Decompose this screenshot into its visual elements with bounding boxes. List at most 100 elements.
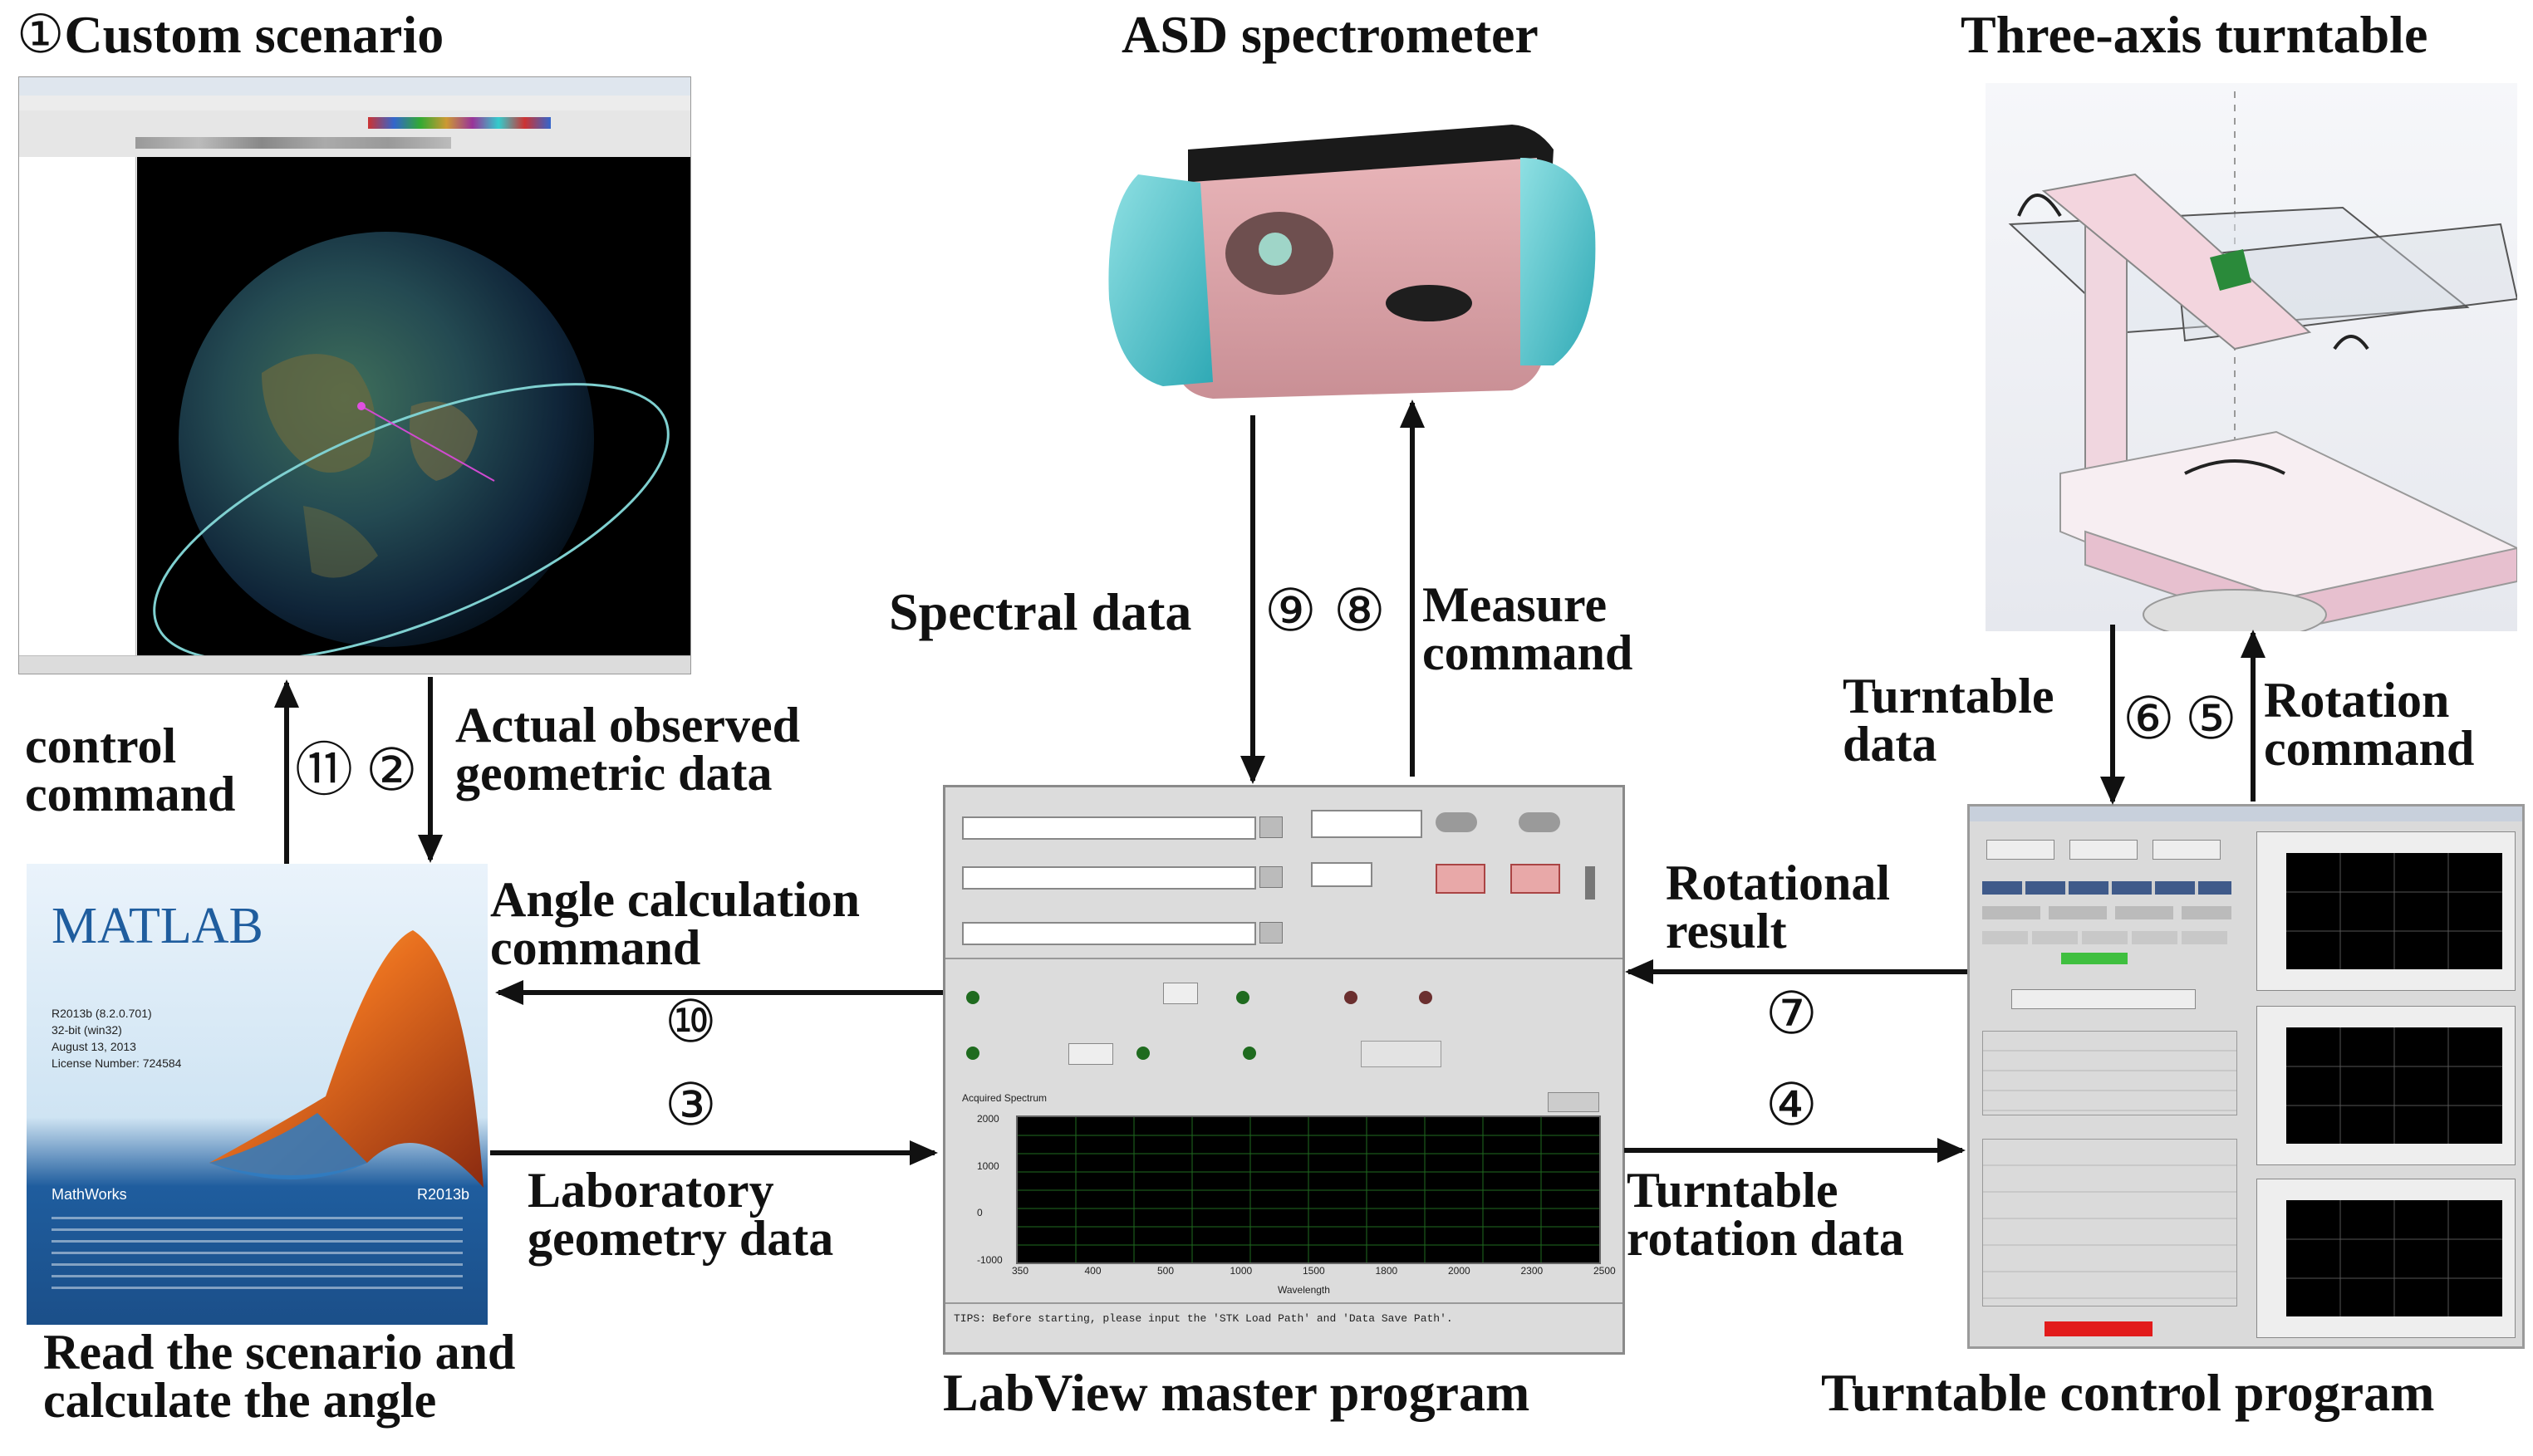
control-button[interactable] [2069, 840, 2138, 860]
step-5-marker: ⑤ [2185, 684, 2237, 753]
axis-buttons[interactable] [1982, 931, 2231, 944]
continent-shape [262, 354, 376, 473]
line-of-sight [361, 405, 495, 482]
target-marker [357, 402, 366, 410]
stk-3d-window [137, 157, 690, 662]
step-6-marker: ⑥ [2123, 684, 2175, 753]
continent-shape [303, 506, 378, 578]
three-axis-turntable-title: Three-axis turntable [1961, 5, 2428, 64]
measure-command-label: Measure command [1422, 577, 1633, 680]
asd-spectrometer-image [1108, 125, 1596, 399]
turntable-control-caption: Turntable control program [1821, 1363, 2435, 1422]
axis-3-plot-frame [2256, 1179, 2516, 1338]
spectrum-plot-area [1016, 1115, 1601, 1264]
control-title-bar [1970, 806, 2522, 821]
control-settings-area [1978, 831, 2244, 1338]
communication-led [966, 1047, 979, 1060]
earth-sphere [179, 232, 594, 647]
exit-button[interactable] [1510, 864, 1560, 894]
spectrum-x-tick: 1000 [1230, 1265, 1253, 1277]
status-indicator-red [2045, 1321, 2153, 1336]
step-9-marker: ⑨ [1264, 576, 1317, 645]
step-8-marker: ⑧ [1333, 576, 1386, 645]
control-command-label: control command [25, 718, 236, 821]
spectrum-title: Acquired Spectrum [962, 1092, 1048, 1104]
acquire-led [1136, 1047, 1150, 1060]
step-11-marker: ⑪ [295, 736, 353, 804]
rotational-result-label: Rotational result [1666, 855, 1890, 958]
spectrometer-lens [1259, 233, 1292, 266]
axis-3-plot [2286, 1200, 2502, 1316]
stk-load-path-field[interactable] [962, 816, 1256, 840]
turntable-rotation-label: Turntable rotation data [1627, 1163, 1904, 1266]
step-10-marker: ⑩ [665, 988, 717, 1056]
control-button[interactable] [1986, 840, 2054, 860]
matlab-date: August 13, 2013 [52, 1040, 136, 1053]
control-button[interactable] [2011, 989, 2196, 1009]
numeric-field[interactable] [1311, 862, 1372, 887]
step-3-marker: ③ [665, 1071, 717, 1139]
data-save-path-2-field[interactable] [962, 922, 1256, 945]
no-field [1068, 1043, 1113, 1065]
read-scenario-caption: Read the scenario and calculate the angl… [43, 1325, 516, 1428]
show-feature-switch[interactable] [1585, 866, 1595, 900]
start-toggle[interactable] [1436, 812, 1477, 832]
axis-1-plot-frame [2256, 831, 2516, 991]
browse-icon[interactable] [1259, 866, 1283, 888]
spectrum-y-tick: 1000 [977, 1159, 999, 1172]
stk-object-browser [19, 157, 136, 655]
spectral-data-label: Spectral data [889, 582, 1192, 641]
matlab-license: License Number: 724584 [52, 1056, 182, 1070]
axis-2-plot [2286, 1027, 2502, 1144]
stk-status-bar [19, 655, 690, 674]
sensor-block [2210, 249, 2251, 291]
step-7-marker: ⑦ [1765, 979, 1818, 1047]
labview-master-caption: LabView master program [943, 1363, 1530, 1422]
matlab-membrane-icon [209, 930, 484, 1188]
step-4-marker: ④ [1765, 1071, 1818, 1139]
turntable-pedestal [2143, 589, 2327, 631]
spectrometer-bumper-left [1108, 174, 1213, 386]
spectrometer-bumper-right [1520, 158, 1596, 365]
asd-spectrometer-title: ASD spectrometer [1122, 5, 1539, 64]
spectrum-x-tick: 1500 [1303, 1265, 1325, 1277]
stop-stk-button[interactable] [1436, 864, 1485, 894]
data-save-toggle[interactable] [1519, 812, 1560, 832]
browse-icon[interactable] [1259, 922, 1283, 944]
turntable-data-label: Turntable data [1843, 669, 2054, 772]
acquire-completed-led [1243, 1047, 1256, 1060]
mode-buttons[interactable] [1982, 906, 2231, 919]
axis-select-buttons[interactable] [1982, 881, 2231, 895]
status-indicator-green [2061, 953, 2128, 964]
spectrum-x-label: Wavelength [1278, 1284, 1330, 1296]
step-1-marker: ① [17, 4, 65, 66]
stk-toolbar [19, 110, 690, 157]
file-name-field[interactable] [1311, 810, 1422, 838]
spectrum-x-tick: 2300 [1520, 1265, 1544, 1277]
turntable-control-panel [1967, 804, 2525, 1349]
matlab-splash-screen: MATLAB R2013b (8.2.0.701) 32-bit (win32)… [27, 864, 488, 1325]
laboratory-geometry-label: Laboratory geometry data [528, 1163, 834, 1266]
matlab-logo: MATLAB [52, 898, 263, 954]
rotation-arrow-icon [2184, 459, 2285, 475]
stk-scenario-screenshot [18, 76, 691, 674]
mathworks-brand: MathWorks [52, 1186, 127, 1203]
earth-globe [153, 232, 670, 662]
integration-time-field [1361, 1041, 1441, 1067]
position-inputs[interactable] [1982, 1031, 2237, 1115]
plot-legend [1548, 1092, 1599, 1112]
spectrum-x-tick: 2000 [1448, 1265, 1470, 1277]
browse-icon[interactable] [1259, 816, 1283, 838]
connect-asd-led [966, 991, 979, 1004]
data-save-path-field[interactable] [962, 866, 1256, 890]
spectrum-x-tick: 2500 [1593, 1265, 1616, 1277]
matlab-release: R2013b [417, 1186, 470, 1203]
stk-title-bar [19, 77, 690, 96]
connect-turntable-led [1236, 991, 1249, 1004]
rotation-command-label: Rotation command [2264, 673, 2475, 776]
tips-text: TIPS: Before starting, please input the … [954, 1312, 1453, 1325]
parameter-inputs[interactable] [1982, 1139, 2237, 1306]
spectrum-grid [1018, 1117, 1599, 1262]
control-button[interactable] [2153, 840, 2221, 860]
